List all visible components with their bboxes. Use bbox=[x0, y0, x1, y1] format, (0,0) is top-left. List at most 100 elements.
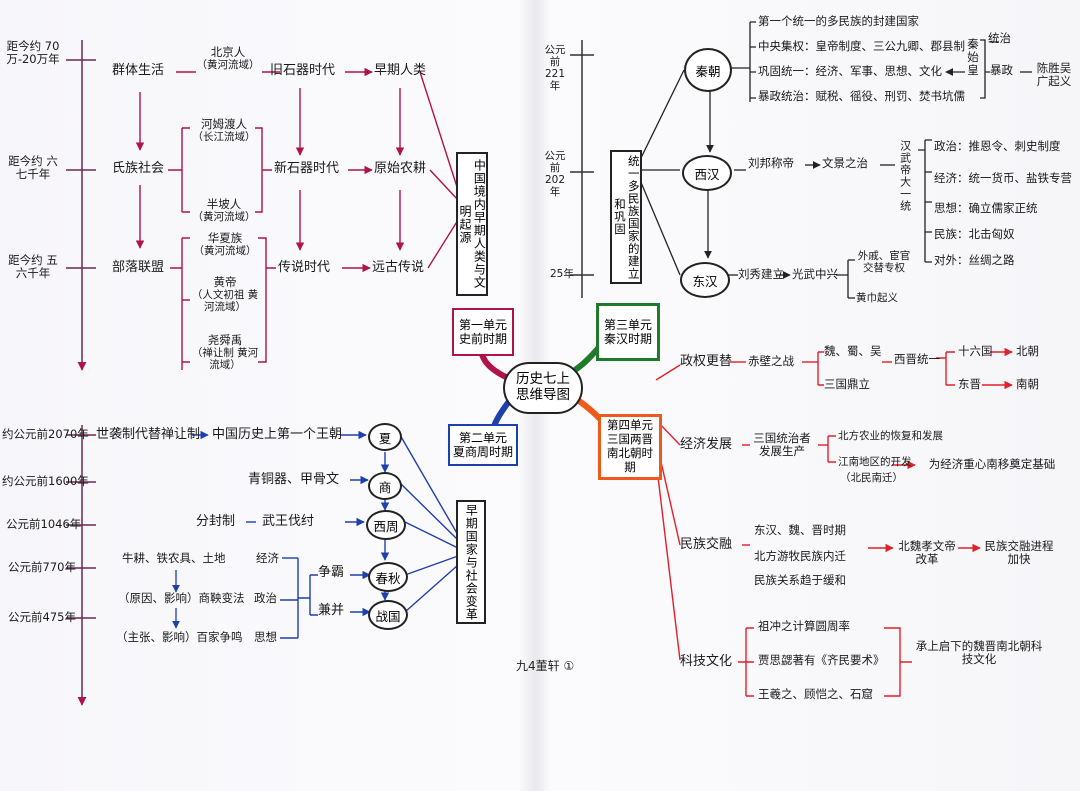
qin-emperor: 秦始皇 bbox=[967, 37, 979, 78]
qin-rule: 统治 bbox=[988, 31, 1011, 45]
u4-culture-b: 贾思勰著有《齐民要术》 bbox=[758, 653, 885, 667]
site-huangdi-name: 黄帝 bbox=[213, 275, 237, 289]
unit4-label-text: 第四单元 三国两晋南北朝时期 bbox=[607, 418, 653, 474]
dynasty-xia: 夏 bbox=[368, 423, 402, 451]
west-han-emperor: 汉武帝大一统 bbox=[898, 140, 912, 215]
theme-farming: 原始农耕 bbox=[374, 161, 427, 176]
dynasty-west-han: 西汉 bbox=[682, 155, 732, 191]
u4-politics-c: 三国鼎立 bbox=[824, 377, 870, 391]
u4-politics-h: 南朝 bbox=[1016, 377, 1039, 391]
west-han-point-4: 民族：北击匈奴 bbox=[934, 227, 1015, 241]
unit3-label-text: 第三单元 秦汉时期 bbox=[603, 317, 652, 346]
dynasty-qin: 秦朝 bbox=[684, 48, 732, 92]
life-group: 群体生活 bbox=[112, 63, 165, 78]
site-huaxia-name: 华夏族 bbox=[207, 231, 243, 245]
zhou-point-a: 分封制 bbox=[196, 514, 236, 529]
theme-legends: 远古传说 bbox=[372, 260, 425, 275]
life-clan: 氏族社会 bbox=[112, 161, 165, 176]
u4-economy-d: （北民南迁） bbox=[840, 472, 903, 484]
west-han-emperor-text: 汉武帝大一统 bbox=[898, 140, 912, 212]
unit1-center-text: 中国境内早期人类与文明起源 bbox=[458, 159, 487, 289]
era-paleolithic: 旧石器时代 bbox=[270, 63, 336, 78]
author-signature: 九4董轩 ① bbox=[516, 659, 575, 673]
timeline-1-label-b: 距今约 六七千年 bbox=[8, 154, 58, 182]
u4-politics-a: 赤壁之战 bbox=[748, 354, 794, 368]
unit2-label-text: 第二单元 夏商周时期 bbox=[453, 430, 514, 459]
u4-economy-a: 三国统治者发展生产 bbox=[753, 431, 811, 459]
timeline-2-label-e: 公元前475年 bbox=[8, 610, 76, 624]
u4-economy-c: 江南地区的开发 bbox=[838, 456, 912, 468]
u4-ethnic-b: 北方游牧民族内迁 bbox=[754, 549, 846, 563]
u4-ethnic-a: 东汉、魏、晋时期 bbox=[754, 523, 846, 537]
dynasty-shang: 商 bbox=[368, 472, 402, 500]
unit3-center-box: 统一多民族国家的建立和巩固 bbox=[610, 150, 642, 284]
site-beijing: 北京人 （黄河流域） bbox=[192, 45, 264, 72]
unit2-label-box: 第二单元 夏商周时期 bbox=[448, 424, 518, 466]
u4-ethnic-title: 民族交融 bbox=[680, 537, 733, 552]
u4-politics-b: 魏、蜀、吴 bbox=[824, 344, 882, 358]
site-huaxia-note: （黄河流域） bbox=[193, 245, 257, 258]
shang-point: 青铜器、甲骨文 bbox=[248, 472, 340, 487]
timeline-2-label-b: 约公元前1600年 bbox=[2, 474, 89, 488]
u4-politics-d: 西晋统一 bbox=[894, 352, 940, 366]
site-huangdi: 黄帝 （人文初祖 黄河流域） bbox=[190, 275, 260, 313]
annex-label: 兼并 bbox=[318, 603, 345, 618]
central-title-text: 历史七上思维导图 bbox=[516, 371, 570, 403]
hegemony-label: 争霸 bbox=[318, 565, 345, 580]
east-han-founding: 刘秀建立 bbox=[738, 267, 784, 281]
change-thought: 思想 bbox=[254, 630, 277, 644]
unit1-label-box: 第一单元 史前时期 bbox=[452, 308, 514, 356]
timeline-2-label-c: 公元前1046年 bbox=[6, 517, 82, 531]
timeline-2-label-a: 约公元前2070年 bbox=[2, 427, 89, 441]
era-legend: 传说时代 bbox=[278, 260, 331, 275]
unit3-label-box: 第三单元 秦汉时期 bbox=[596, 303, 660, 361]
change-economy: 经济 bbox=[256, 551, 279, 565]
unit2-center-text: 早期国家与社会变革 bbox=[464, 503, 479, 621]
west-han-founding: 刘邦称帝 bbox=[748, 156, 794, 170]
qin-point-3: 巩固统一：经济、军事、思想、文化 bbox=[758, 64, 942, 78]
central-title: 历史七上思维导图 bbox=[503, 362, 583, 414]
west-han-point-5: 对外：丝绸之路 bbox=[934, 253, 1015, 267]
xia-point-b: 中国历史上第一个王朝 bbox=[212, 427, 343, 442]
dynasty-west-zhou: 西周 bbox=[366, 510, 406, 540]
timeline-3-label-c: 25年 bbox=[550, 268, 574, 280]
timeline-3-label-a: 公元前221年 bbox=[544, 44, 566, 93]
timeline-1-label-c: 距今约 五六千年 bbox=[8, 253, 58, 281]
change-economy-detail: 牛耕、铁农具、土地 bbox=[122, 551, 226, 565]
qin-uprising: 陈胜吴广起义 bbox=[1036, 61, 1072, 89]
west-han-point-3: 思想：确立儒家正统 bbox=[934, 201, 1038, 215]
u4-politics-title: 政权更替 bbox=[680, 354, 733, 369]
zhou-point-b: 武王伐纣 bbox=[262, 514, 315, 529]
dynasty-east-han: 东汉 bbox=[680, 262, 730, 298]
site-hemudu-note: （长江流域） bbox=[192, 131, 256, 144]
unit2-center-box: 早期国家与社会变革 bbox=[456, 500, 486, 624]
site-hemudu-name: 河姆渡人 bbox=[201, 117, 247, 131]
site-banpo: 半坡人 （黄河流域） bbox=[188, 197, 260, 223]
era-neolithic: 新石器时代 bbox=[274, 161, 340, 176]
u4-ethnic-e: 民族交融进程加快 bbox=[984, 539, 1054, 567]
dynasty-warring-states: 战国 bbox=[368, 600, 408, 630]
theme-early-humans: 早期人类 bbox=[374, 63, 427, 78]
unit4-label-box: 第四单元 三国两晋南北朝时期 bbox=[598, 414, 662, 480]
site-beijing-name: 北京人 bbox=[210, 45, 246, 59]
site-banpo-name: 半坡人 bbox=[206, 197, 242, 211]
life-tribe: 部落联盟 bbox=[112, 260, 165, 275]
unit1-center-box: 中国境内早期人类与文明起源 bbox=[456, 152, 488, 296]
u4-politics-f: 北朝 bbox=[1016, 344, 1039, 358]
site-hemudu: 河姆渡人 （长江流域） bbox=[188, 117, 260, 144]
west-han-point-2: 经济：统一货币、盐铁专营 bbox=[934, 171, 1072, 185]
u4-economy-e: 为经济重心南移奠定基础 bbox=[928, 457, 1056, 471]
change-politics: 政治 bbox=[254, 591, 277, 605]
u4-economy-b: 北方农业的恢复和发展 bbox=[838, 430, 943, 442]
timeline-3-label-b: 公元前202年 bbox=[544, 150, 566, 199]
site-yaoshunyu-note: （禅让制 黄河流域） bbox=[191, 347, 259, 372]
u4-politics-g: 东晋 bbox=[958, 377, 981, 391]
u4-culture-title: 科技文化 bbox=[680, 654, 733, 669]
change-politics-detail: （原因、影响）商鞅变法 bbox=[118, 591, 245, 605]
xia-point-a: 世袭制代替禅让制 bbox=[96, 427, 201, 442]
unit1-label-text: 第一单元 史前时期 bbox=[458, 317, 507, 346]
qin-tyranny: 暴政 bbox=[990, 63, 1013, 77]
site-beijing-note: （黄河流域） bbox=[196, 59, 260, 72]
u4-culture-c: 王羲之、顾恺之、石窟 bbox=[758, 687, 873, 701]
